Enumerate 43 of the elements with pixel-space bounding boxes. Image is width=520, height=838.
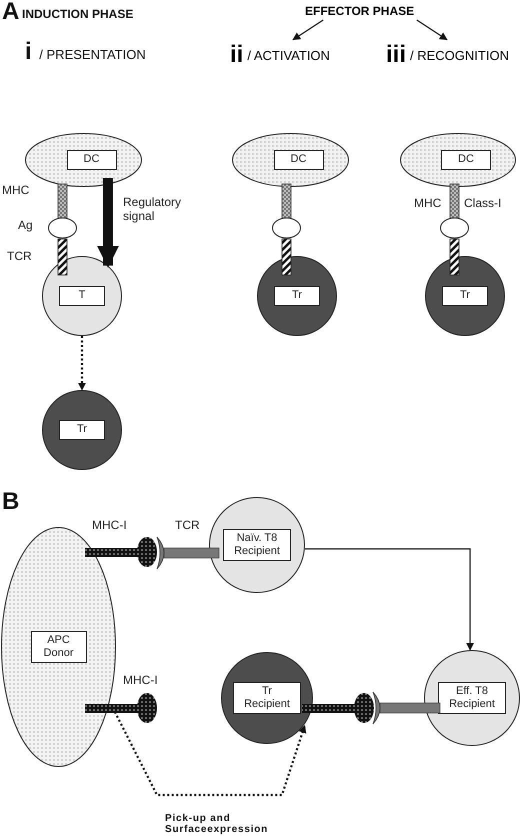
- dendritic-cell: [232, 133, 349, 187]
- molecule-label: Class-I: [464, 196, 502, 210]
- molecule-label: MHC: [2, 183, 30, 197]
- t-cell: [42, 256, 122, 336]
- molecule-label: Ag: [18, 218, 33, 232]
- arrow: [78, 336, 86, 391]
- regulatory-t-cell: [42, 390, 122, 470]
- t-cell: [424, 650, 520, 746]
- molecule-label: MHC-I: [123, 673, 158, 687]
- phase-heading: ii / ACTIVATION: [230, 38, 350, 72]
- t-cell: [209, 497, 305, 593]
- panel-letter: B: [2, 488, 20, 516]
- cell-label: DC: [274, 150, 324, 170]
- molecule-label: MHC-I: [92, 518, 127, 532]
- cell-label: DC: [441, 150, 491, 170]
- cell-label: Tr: [59, 420, 105, 440]
- regulatory-t-cell: [257, 256, 337, 336]
- cell-label: Tr: [274, 286, 320, 306]
- arrow: [114, 711, 306, 796]
- dendritic-cell: [400, 133, 516, 187]
- arrow: [97, 178, 119, 268]
- phase-heading: iii / RECOGNITION: [386, 38, 520, 72]
- panel-letter: A: [2, 0, 20, 26]
- cell-label: APC Donor: [30, 630, 86, 664]
- cell-label: DC: [66, 150, 116, 170]
- phase-title: EFFECTOR PHASE: [305, 2, 435, 20]
- cell-label: T: [59, 286, 105, 306]
- phase-title: INDUCTION PHASE: [22, 7, 134, 21]
- cell-label: Eff. T8 Recipient: [438, 682, 506, 714]
- cell-label: Tr Recipient: [233, 682, 301, 714]
- arrow: [416, 20, 448, 40]
- arrow: [292, 20, 324, 40]
- molecule-label: MHC: [414, 196, 442, 210]
- cell-label: Naïv. T8 Recipient: [223, 528, 291, 562]
- dendritic-cell: [25, 133, 142, 187]
- phase-heading: i / PRESENTATION: [25, 38, 146, 66]
- arrow: [305, 548, 474, 651]
- cell-label: Tr: [442, 286, 488, 306]
- regulatory-t-cell: [221, 652, 313, 744]
- regulatory-t-cell: [425, 256, 505, 336]
- molecule-label: TCR: [7, 249, 32, 263]
- molecule-label: TCR: [175, 518, 200, 532]
- edge-label: Regulatory signal: [123, 195, 182, 223]
